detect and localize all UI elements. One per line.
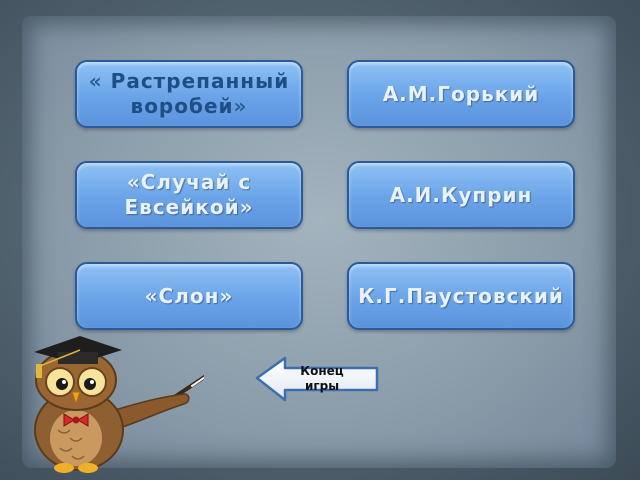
answer-button-sluchai-s-evseikoi[interactable]: «Случай с Евсейкой» — [75, 161, 303, 229]
answer-label: А.И.Куприн — [389, 182, 533, 207]
answer-button-paustovsky[interactable]: К.Г.Паустовский — [347, 262, 575, 330]
end-game-button[interactable]: Конец игры — [255, 356, 381, 402]
end-game-label: Конец игры — [300, 364, 344, 393]
answer-button-kuprin[interactable]: А.И.Куприн — [347, 161, 575, 229]
answer-button-rastrepannyi-vorobei[interactable]: « Растрепанный воробей» — [75, 60, 303, 128]
answer-label: А.М.Горький — [382, 81, 540, 106]
answer-label: К.Г.Паустовский — [358, 283, 564, 308]
answer-button-gorky[interactable]: А.М.Горький — [347, 60, 575, 128]
answer-label: «Случай с Евсейкой» — [124, 170, 254, 219]
answer-button-slon[interactable]: «Слон» — [75, 262, 303, 330]
owl-teacher-icon — [34, 336, 204, 473]
arrow-left-icon — [255, 356, 379, 402]
answer-label: « Растрепанный воробей» — [88, 69, 290, 118]
answer-label: «Слон» — [144, 283, 234, 308]
